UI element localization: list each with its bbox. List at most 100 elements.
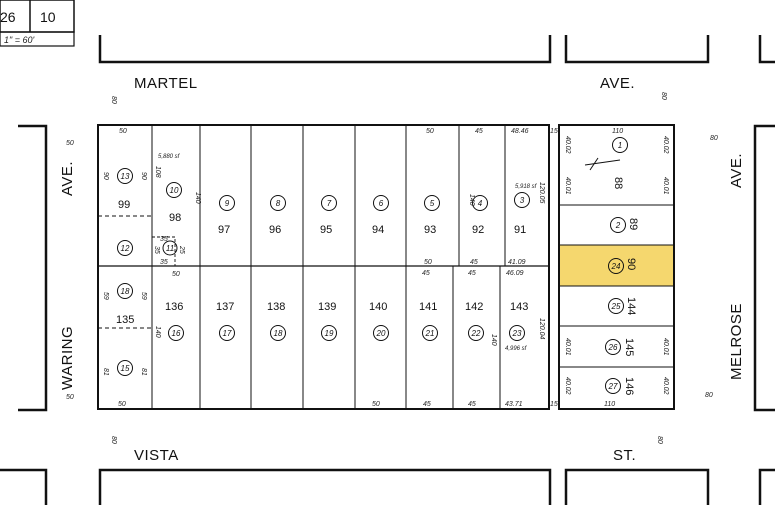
dimension-labels: 50 50 45 48.46 15 110 50 50 45 45 45 41.…	[66, 128, 669, 408]
dimension: 15	[550, 128, 558, 135]
dimension: 35	[153, 246, 160, 254]
parcel-number: 2	[615, 221, 621, 230]
lot-number: 144	[625, 297, 637, 315]
parcel-number: 18	[121, 287, 130, 296]
dimension: 50	[424, 259, 432, 266]
parcel-number: 5	[430, 199, 435, 208]
lot-number: 88	[612, 177, 624, 189]
parcel-number: 15	[121, 364, 130, 373]
parcel-number: 18	[274, 329, 283, 338]
dimension: 50	[118, 401, 126, 408]
parcel-number: 22	[471, 329, 481, 338]
lot-number: 97	[218, 224, 230, 236]
dimension: 59	[102, 292, 109, 300]
street-waring: WARING	[59, 326, 76, 390]
dimension: 50	[372, 401, 380, 408]
dimension: 140	[468, 194, 475, 206]
area-label: 5,880 sf	[158, 154, 181, 160]
dimension: 40.02	[564, 136, 571, 154]
dimension: 59	[140, 292, 147, 300]
dimension: 120.04	[538, 318, 545, 340]
book-number: 26	[0, 9, 16, 25]
parcel-number: 23	[512, 329, 522, 338]
parcel-circles	[117, 137, 628, 394]
dimension: 45	[468, 401, 476, 408]
neighbor-blocks	[0, 35, 775, 505]
dimension: 108	[154, 166, 161, 178]
dimension: 40.02	[662, 377, 669, 395]
main-block	[97, 124, 550, 410]
parcel-number: 10	[170, 186, 179, 195]
parcel-number: 1	[618, 141, 622, 150]
dimension: 110	[604, 401, 615, 408]
dimension: 90	[102, 172, 109, 180]
dimension: 45	[422, 270, 430, 277]
parcel-number: 9	[225, 199, 230, 208]
dimension: 140	[194, 192, 201, 204]
dimension: 35	[160, 259, 168, 266]
lot-number: 94	[372, 224, 384, 236]
lot-number: 96	[269, 224, 281, 236]
parcel-number: 17	[223, 329, 232, 338]
street-width: 80	[660, 92, 667, 100]
map-header: 26 10 1" = 60'	[0, 0, 75, 47]
dimension: 45	[475, 128, 483, 135]
street-martel: MARTEL	[134, 75, 198, 92]
lot-number: 93	[424, 224, 436, 236]
lot-number: 146	[623, 377, 635, 395]
dimension: 120.05	[538, 182, 545, 204]
dimension: 40.02	[662, 136, 669, 154]
dimension: 40.01	[564, 338, 571, 356]
dimension: 25	[178, 245, 185, 254]
lot-number: 138	[267, 301, 285, 313]
dimension: 40.01	[662, 338, 669, 356]
dimension: 45	[470, 259, 478, 266]
lot-number: 92	[472, 224, 484, 236]
street-width: 80	[705, 392, 713, 399]
dimension: 50	[172, 271, 180, 278]
street-widths: 80 80 80 80 80 80	[110, 92, 718, 444]
street-labels: MARTEL AVE. VISTA ST. WARING AVE. MELROS…	[59, 75, 745, 464]
lot-number: 140	[369, 301, 387, 313]
parcel-number: 12	[121, 244, 130, 253]
parcel-number: 20	[376, 329, 386, 338]
area-label: 5,918 sf	[515, 184, 538, 190]
lot-number: 145	[623, 338, 635, 356]
parcel-number: 25	[611, 302, 621, 311]
lot-number: 137	[216, 301, 234, 313]
lot-number: 141	[419, 301, 437, 313]
parcel-number: 4	[478, 199, 483, 208]
dimension: 81	[102, 368, 109, 376]
dimension: 140	[154, 326, 161, 338]
dimension: 40.02	[564, 377, 571, 395]
dimension: 40.01	[662, 177, 669, 195]
street-width: 80	[710, 135, 718, 142]
street-waring-ave: AVE.	[59, 161, 76, 196]
parcel-number: 16	[172, 329, 181, 338]
street-width: 80	[110, 436, 117, 444]
lot-number: 139	[318, 301, 336, 313]
parcel-number: 21	[425, 329, 435, 338]
street-vista: VISTA	[134, 447, 179, 464]
parcel-number: 7	[327, 199, 332, 208]
street-width: 80	[656, 436, 663, 444]
lot-number: 143	[510, 301, 528, 313]
dimension: 110	[612, 128, 623, 135]
lot-number: 95	[320, 224, 332, 236]
highlighted-parcel[interactable]	[560, 245, 673, 286]
dimension: 140	[490, 334, 497, 346]
lot-number: 142	[465, 301, 483, 313]
street-martel-ave: AVE.	[600, 75, 635, 92]
dimension: 40.01	[564, 177, 571, 195]
street-width: 80	[110, 96, 117, 104]
street-vista-st: ST.	[613, 447, 636, 464]
parcel-number: 19	[325, 329, 334, 338]
dimension: 48.46	[511, 128, 529, 135]
lot-numbers: 99 98 97 96 95 94 93 92 91 135 136 137 1…	[116, 177, 639, 395]
parcel-number-highlighted: 24	[611, 262, 621, 271]
lot-number: 136	[165, 301, 183, 313]
map-scale: 1" = 60'	[4, 35, 34, 45]
dimension: 50	[66, 140, 74, 147]
lot-number: 99	[118, 199, 130, 211]
